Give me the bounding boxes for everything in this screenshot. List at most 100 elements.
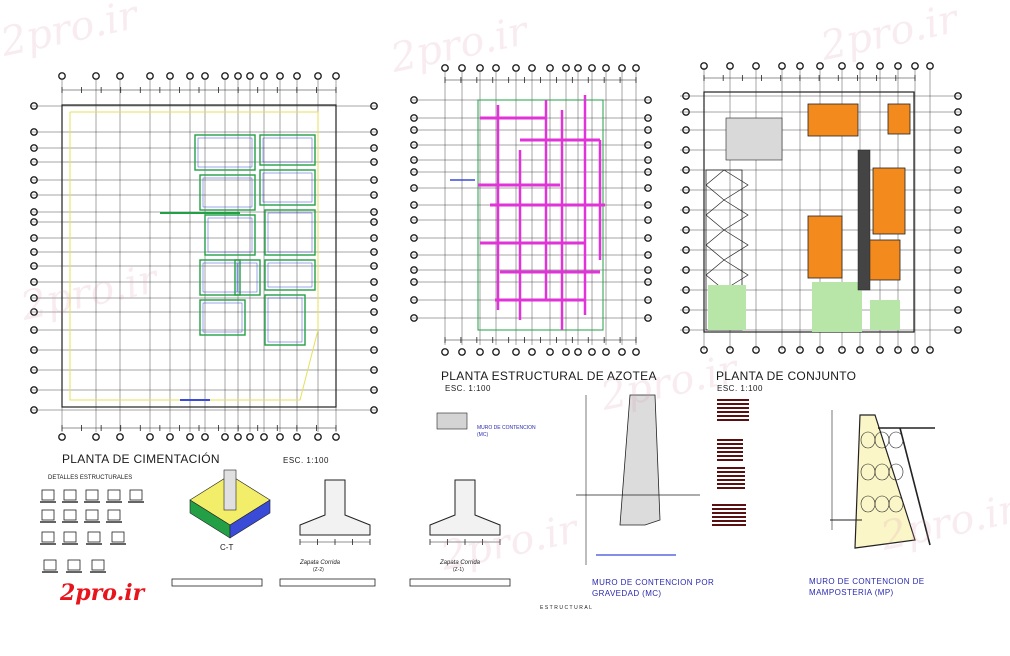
- footing-beam: [259, 134, 316, 166]
- grid-bubble: [234, 433, 242, 441]
- hatch-area: [725, 117, 783, 161]
- grid-bubble: [856, 62, 864, 70]
- grid-bubble: [370, 406, 378, 414]
- grid-bubble: [644, 156, 652, 164]
- grid-bubble: [574, 64, 582, 72]
- grid-bubble: [370, 326, 378, 334]
- grid-bubble: [30, 158, 38, 166]
- grid-bubble: [682, 186, 690, 194]
- gravity-wall-section: [619, 394, 661, 526]
- grid-bubble: [234, 72, 242, 80]
- grid-bubble: [410, 216, 418, 224]
- grid-bubble: [276, 72, 284, 80]
- grid-bubble: [370, 102, 378, 110]
- grid-bubble: [618, 348, 626, 356]
- grid-bubble: [476, 64, 484, 72]
- grid-bubble: [30, 218, 38, 226]
- grid-bubble: [370, 386, 378, 394]
- wall-strip: [409, 578, 511, 587]
- grid-bubble: [618, 64, 626, 72]
- gravity-wall-subtitle: GRAVEDAD (MC): [592, 589, 662, 598]
- grid-bubble: [528, 64, 536, 72]
- grid-bubble: [370, 278, 378, 286]
- grid-bubble: [682, 306, 690, 314]
- grid-bubble: [726, 346, 734, 354]
- grid-bubble: [856, 346, 864, 354]
- footing-beam: [199, 259, 241, 296]
- grid-bubble: [186, 72, 194, 80]
- iso-column: [223, 469, 237, 511]
- grid-bubble: [30, 406, 38, 414]
- detail-section: [85, 509, 99, 521]
- grid-bubble: [752, 346, 760, 354]
- stair: [857, 149, 871, 291]
- grid-bubble: [954, 206, 962, 214]
- footing-beam: [264, 209, 316, 256]
- detail-section: [63, 489, 77, 501]
- footing-beam: [207, 217, 253, 253]
- strip-footing-sub: (Z-2): [313, 567, 324, 573]
- grid-bubble: [30, 176, 38, 184]
- detail-section: [67, 559, 81, 571]
- grid-bubble: [370, 191, 378, 199]
- grid-bubble: [682, 226, 690, 234]
- garden-area: [870, 300, 900, 330]
- grid-bubble: [30, 234, 38, 242]
- masonry-wall-section: [854, 414, 916, 549]
- ground-line: [899, 427, 931, 546]
- detail-section: [111, 531, 125, 543]
- strip-footing-sub: (Z-1): [453, 567, 464, 573]
- grid-bubble: [30, 326, 38, 334]
- grid-bubble: [876, 62, 884, 70]
- detail-section: [107, 489, 121, 501]
- detail-section: [63, 509, 77, 521]
- grid-bubble: [30, 102, 38, 110]
- grid-bubble: [644, 114, 652, 122]
- detail-section: [107, 509, 121, 521]
- grid-bubble: [30, 191, 38, 199]
- grid-bubble: [410, 234, 418, 242]
- masonry-stone: [888, 495, 904, 513]
- footing-beam: [267, 297, 303, 343]
- footing-beam: [202, 302, 243, 333]
- grid-bubble: [588, 348, 596, 356]
- legend-code: (MC): [477, 432, 489, 438]
- grid-bubble: [476, 348, 484, 356]
- grid-bubble: [441, 348, 449, 356]
- grid-bubble: [894, 62, 902, 70]
- grid-bubble: [246, 72, 254, 80]
- grid-bubble: [682, 166, 690, 174]
- grid-bubble: [926, 62, 934, 70]
- grid-bubble: [186, 433, 194, 441]
- site-plan-title: PLANTA DE CONJUNTO: [716, 369, 857, 383]
- footing-beam: [199, 174, 256, 211]
- grid-bubble: [441, 64, 449, 72]
- grid-bubble: [30, 144, 38, 152]
- grid-bubble: [410, 266, 418, 274]
- grid-bubble: [778, 346, 786, 354]
- grid-bubble: [410, 201, 418, 209]
- grid-bubble: [512, 348, 520, 356]
- grid-bubble: [838, 62, 846, 70]
- grid-bubble: [954, 92, 962, 100]
- grid-bubble: [682, 286, 690, 294]
- grid-bubble: [276, 433, 284, 441]
- grid-bubble: [314, 72, 322, 80]
- grid-bubble: [726, 62, 734, 70]
- roof-area: [872, 167, 906, 235]
- grid-bubble: [492, 64, 500, 72]
- grid-bubble: [926, 346, 934, 354]
- grid-bubble: [146, 433, 154, 441]
- grid-bubble: [911, 346, 919, 354]
- detail-section: [41, 509, 55, 521]
- grid-bubble: [644, 266, 652, 274]
- footing-beam: [237, 262, 258, 293]
- grid-bubble: [458, 348, 466, 356]
- roof-plan-title: PLANTA ESTRUCTURAL DE AZOTEA: [441, 369, 657, 383]
- grid-bubble: [954, 286, 962, 294]
- grid-bubble: [644, 278, 652, 286]
- grid-bubble: [546, 348, 554, 356]
- grid-bubble: [30, 386, 38, 394]
- footing-beam: [202, 177, 253, 208]
- grid-bubble: [246, 433, 254, 441]
